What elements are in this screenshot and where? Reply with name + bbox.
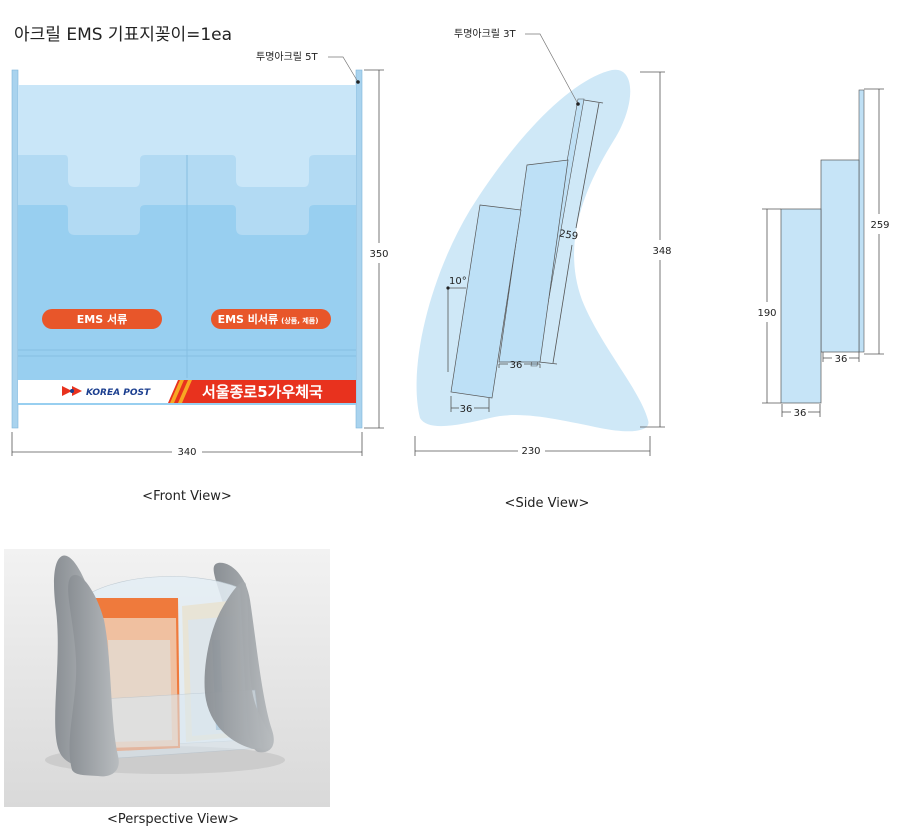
banner-stripe-2 <box>178 380 192 403</box>
front-left-post <box>11 69 19 429</box>
detail-dim-depth-bottom: 36 <box>794 408 807 419</box>
pocket-right-label: EMS 비서류 <box>218 312 279 326</box>
side-note-dot <box>576 102 580 106</box>
front-view: EMS 서류 EMS 비서류(상품, 제품) KOREA POST 서울종로5가… <box>11 50 389 504</box>
side-view-caption: <Side View> <box>505 496 590 511</box>
perspective-front-left-stand <box>68 574 119 777</box>
branch-name: 서울종로5가우체국 <box>202 383 323 401</box>
front-dim-height: 350 <box>369 249 388 260</box>
korea-post-logo-icon <box>62 386 82 396</box>
side-dim-back-height: 259 <box>558 228 579 242</box>
side-dim-angle: 10° <box>449 276 467 287</box>
front-right-post <box>355 69 363 429</box>
side-material-note: 투명아크릴 3T <box>454 27 517 40</box>
detail-view: 259 190 36 36 <box>757 88 890 419</box>
detail-dim-high: 259 <box>870 220 889 231</box>
side-dim-259-line-b <box>552 244 573 364</box>
side-view: 259 10° 36 36 348 230 투명아크릴 3T <Sid <box>414 27 672 511</box>
page-title: 아크릴 EMS 기표지꽂이=1ea <box>14 25 232 45</box>
perspective-front-right-stand <box>204 581 273 750</box>
pocket-right-pill-text: EMS 비서류(상품, 제품) <box>218 312 319 326</box>
detail-lower-pocket <box>780 208 822 404</box>
side-dim-pocket-b: 36 <box>460 404 473 415</box>
detail-dim-low: 190 <box>757 308 776 319</box>
front-view-caption: <Front View> <box>142 489 232 504</box>
side-angle-dot <box>446 286 450 290</box>
side-dim-259-line-a <box>575 102 600 229</box>
side-dim-259-ext-bottom <box>538 361 558 365</box>
side-note-leader <box>525 33 579 105</box>
side-dim-pocket-a: 36 <box>510 360 523 371</box>
side-dim-259-ext-top <box>583 99 604 104</box>
front-note-leader <box>328 56 359 83</box>
perspective-view-caption: <Perspective View> <box>107 812 239 827</box>
pocket-left-pill <box>42 309 162 329</box>
detail-dim-depth-top: 36 <box>835 354 848 365</box>
front-note-dot <box>356 80 360 84</box>
side-dim-height: 348 <box>652 246 671 257</box>
side-dim-width: 230 <box>521 446 540 457</box>
front-dim-width: 340 <box>177 447 196 458</box>
front-material-note: 투명아크릴 5T <box>256 50 319 63</box>
detail-upper-pocket <box>820 159 860 353</box>
perspective-view: <Perspective View> <box>4 549 330 827</box>
banner-stripe-1 <box>170 380 184 403</box>
banner-red <box>168 380 356 403</box>
pocket-right-sub: (상품, 제품) <box>281 316 318 325</box>
detail-back-panel <box>858 89 865 353</box>
side-front-pocket <box>450 204 522 399</box>
brand-name: KOREA POST <box>86 388 151 398</box>
pocket-right-pill <box>211 309 331 329</box>
pocket-left-label: EMS 서류 <box>77 312 127 326</box>
